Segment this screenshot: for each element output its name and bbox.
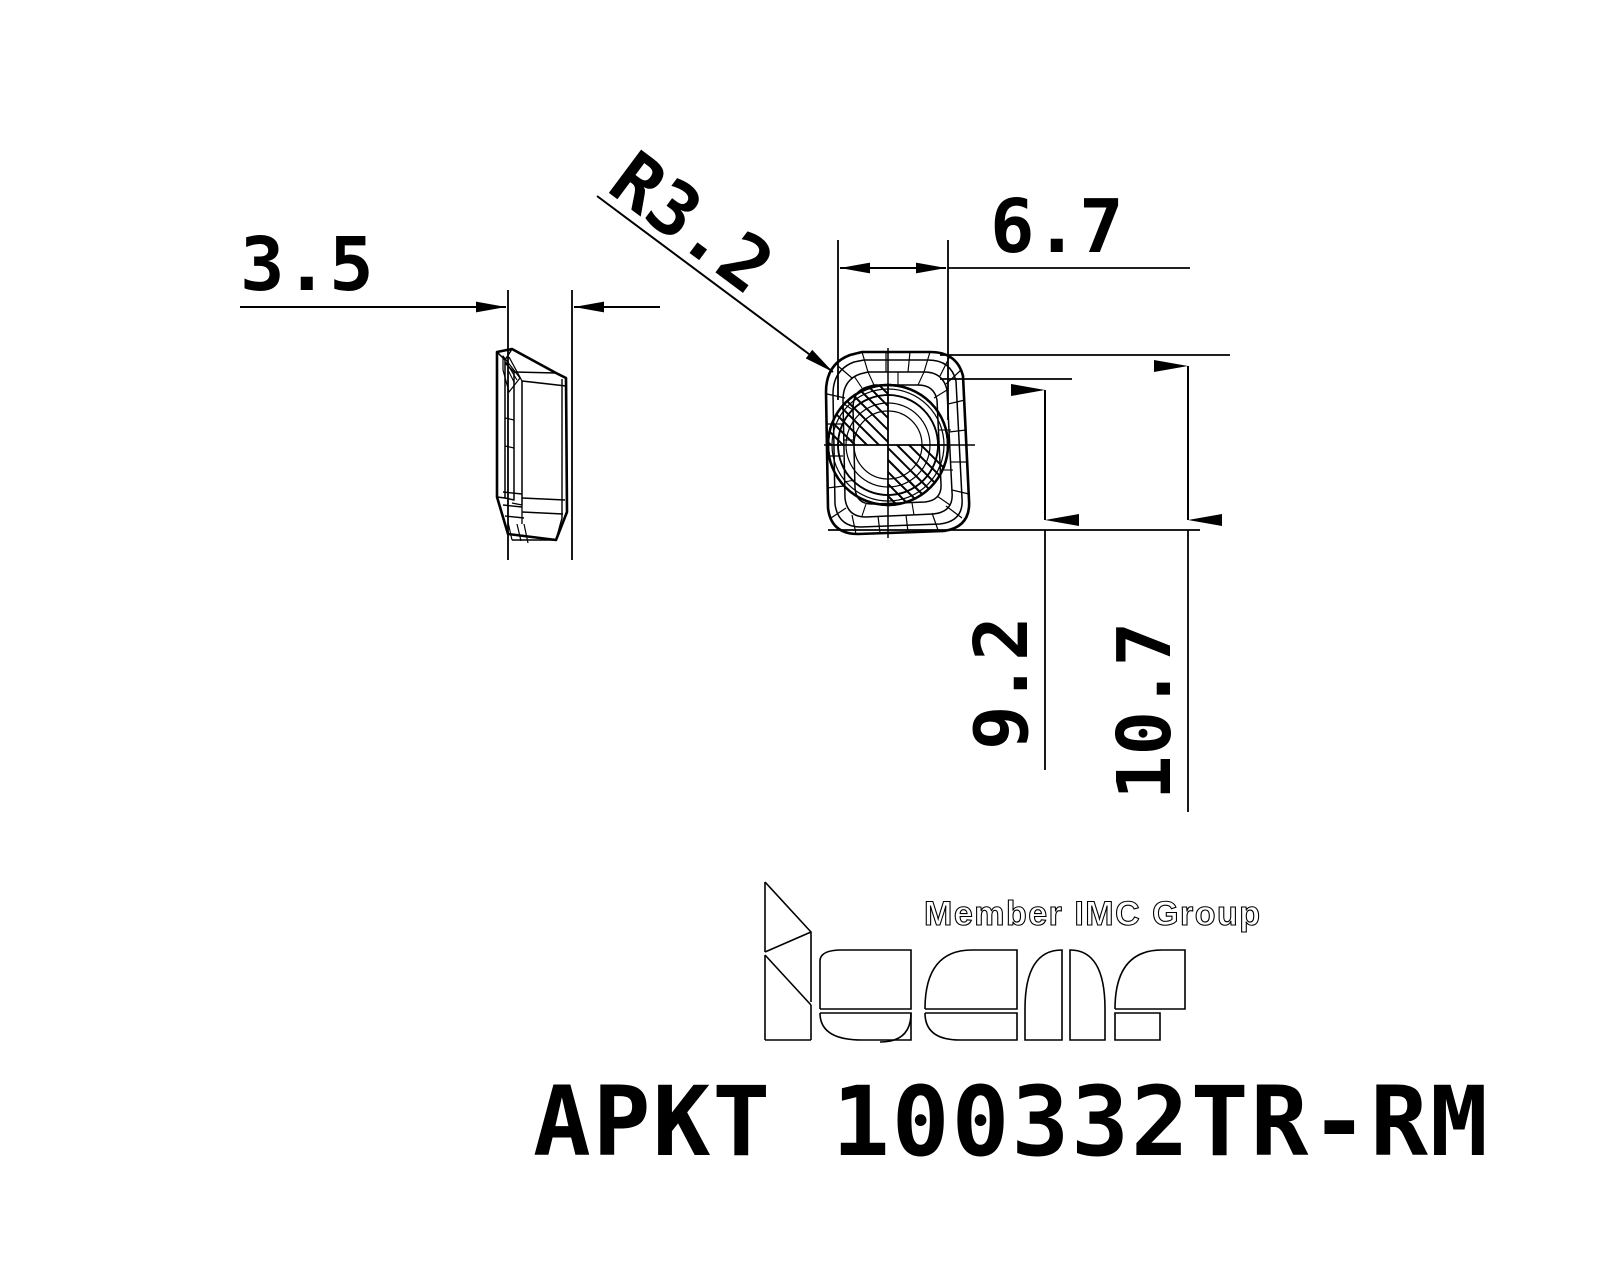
dimension-height-9-2 [828, 378, 1200, 770]
imc-group-tagline: Member IMC Group [924, 895, 1262, 933]
dimension-width-6-7 [837, 240, 1190, 420]
dimension-label-6-7: 6.7 [990, 184, 1124, 270]
iscar-logo [764, 881, 1186, 1043]
dimension-label-3-5: 3.5 [240, 222, 374, 308]
leader-line-r3-2 [596, 195, 834, 373]
dimension-thickness-3-5 [240, 290, 660, 560]
dimension-label-9-2: 9.2 [959, 616, 1045, 750]
dimension-height-10-7 [940, 354, 1230, 812]
section-hatch-upper-left [828, 385, 888, 445]
dimension-corner-radius-r3-2 [596, 195, 834, 373]
dimension-label-10-7: 10.7 [1102, 622, 1188, 800]
side-profile-view [495, 347, 569, 544]
part-number-title: APKT 100332TR-RM [533, 1066, 1490, 1178]
